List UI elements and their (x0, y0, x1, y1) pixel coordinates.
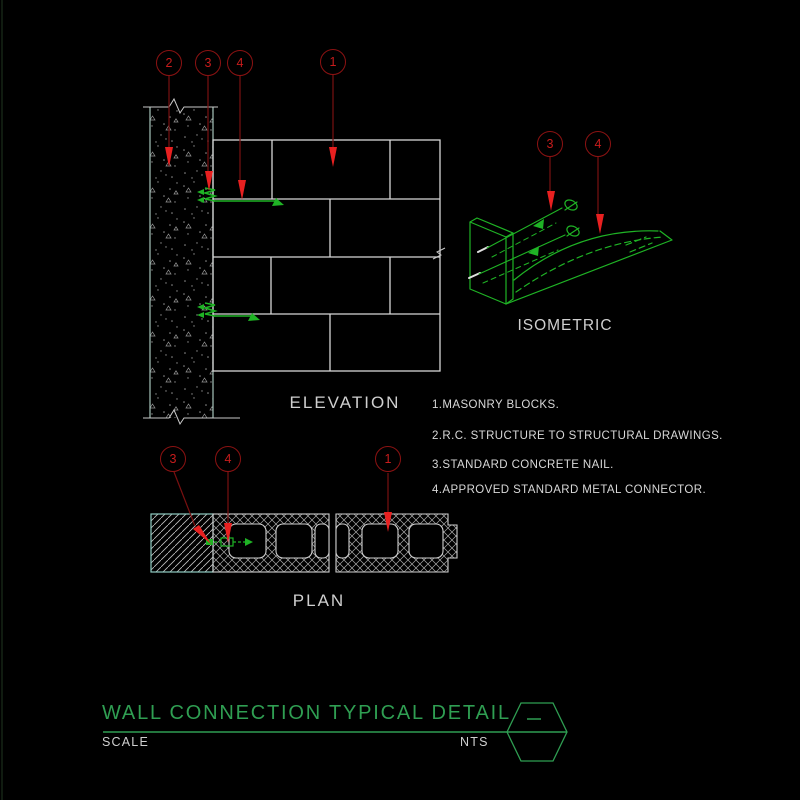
scale-value: NTS (460, 735, 489, 749)
callout-bubble-isometric-3: 3 (537, 131, 563, 157)
plan-view-label: PLAN (292, 591, 346, 610)
break-line-top (143, 97, 218, 115)
callout-leaders (168, 75, 599, 527)
note-2: 2.R.C. STRUCTURE TO STRUCTURAL DRAWINGS. (432, 430, 723, 442)
concrete-wall-elevation (143, 97, 240, 426)
callout-bubble-isometric-4: 4 (585, 131, 611, 157)
metal-connector-isometric (469, 217, 673, 305)
metal-connector-elevation-upper (197, 187, 284, 206)
masonry-blocks-elevation (212, 139, 446, 372)
callout-bubble-plan-3: 3 (160, 446, 186, 472)
metal-connector-elevation-lower (197, 302, 260, 321)
masonry-blocks-plan (212, 513, 458, 573)
concrete-nails-isometric (468, 199, 580, 284)
scale-label: SCALE (102, 735, 149, 749)
drawing-title: WALL CONNECTION TYPICAL DETAIL (102, 702, 511, 724)
callout-bubble-elevation-4: 4 (227, 50, 253, 76)
note-3: 3.STANDARD CONCRETE NAIL. (432, 459, 614, 471)
plan-view (150, 513, 458, 573)
concrete-wall-plan (150, 513, 214, 573)
elevation-view-label: ELEVATION (289, 393, 401, 412)
isometric-view-label: ISOMETRIC (517, 317, 613, 334)
break-symbol-right (432, 247, 446, 260)
note-4: 4.APPROVED STANDARD METAL CONNECTOR. (432, 484, 707, 496)
callout-bubble-elevation-3: 3 (195, 50, 221, 76)
elevation-view (143, 97, 446, 426)
note-1: 1.MASONRY BLOCKS. (432, 399, 560, 411)
hexagon-detail-marker-icon (506, 702, 568, 762)
callout-bubble-elevation-2: 2 (156, 50, 182, 76)
callout-bubble-plan-4: 4 (215, 446, 241, 472)
callout-bubble-elevation-1: 1 (320, 49, 346, 75)
title-block-linework (103, 702, 568, 762)
callout-bubble-plan-1: 1 (375, 446, 401, 472)
callout-arrowheads (165, 147, 604, 544)
isometric-view (468, 199, 673, 305)
break-line-bottom (143, 408, 240, 426)
